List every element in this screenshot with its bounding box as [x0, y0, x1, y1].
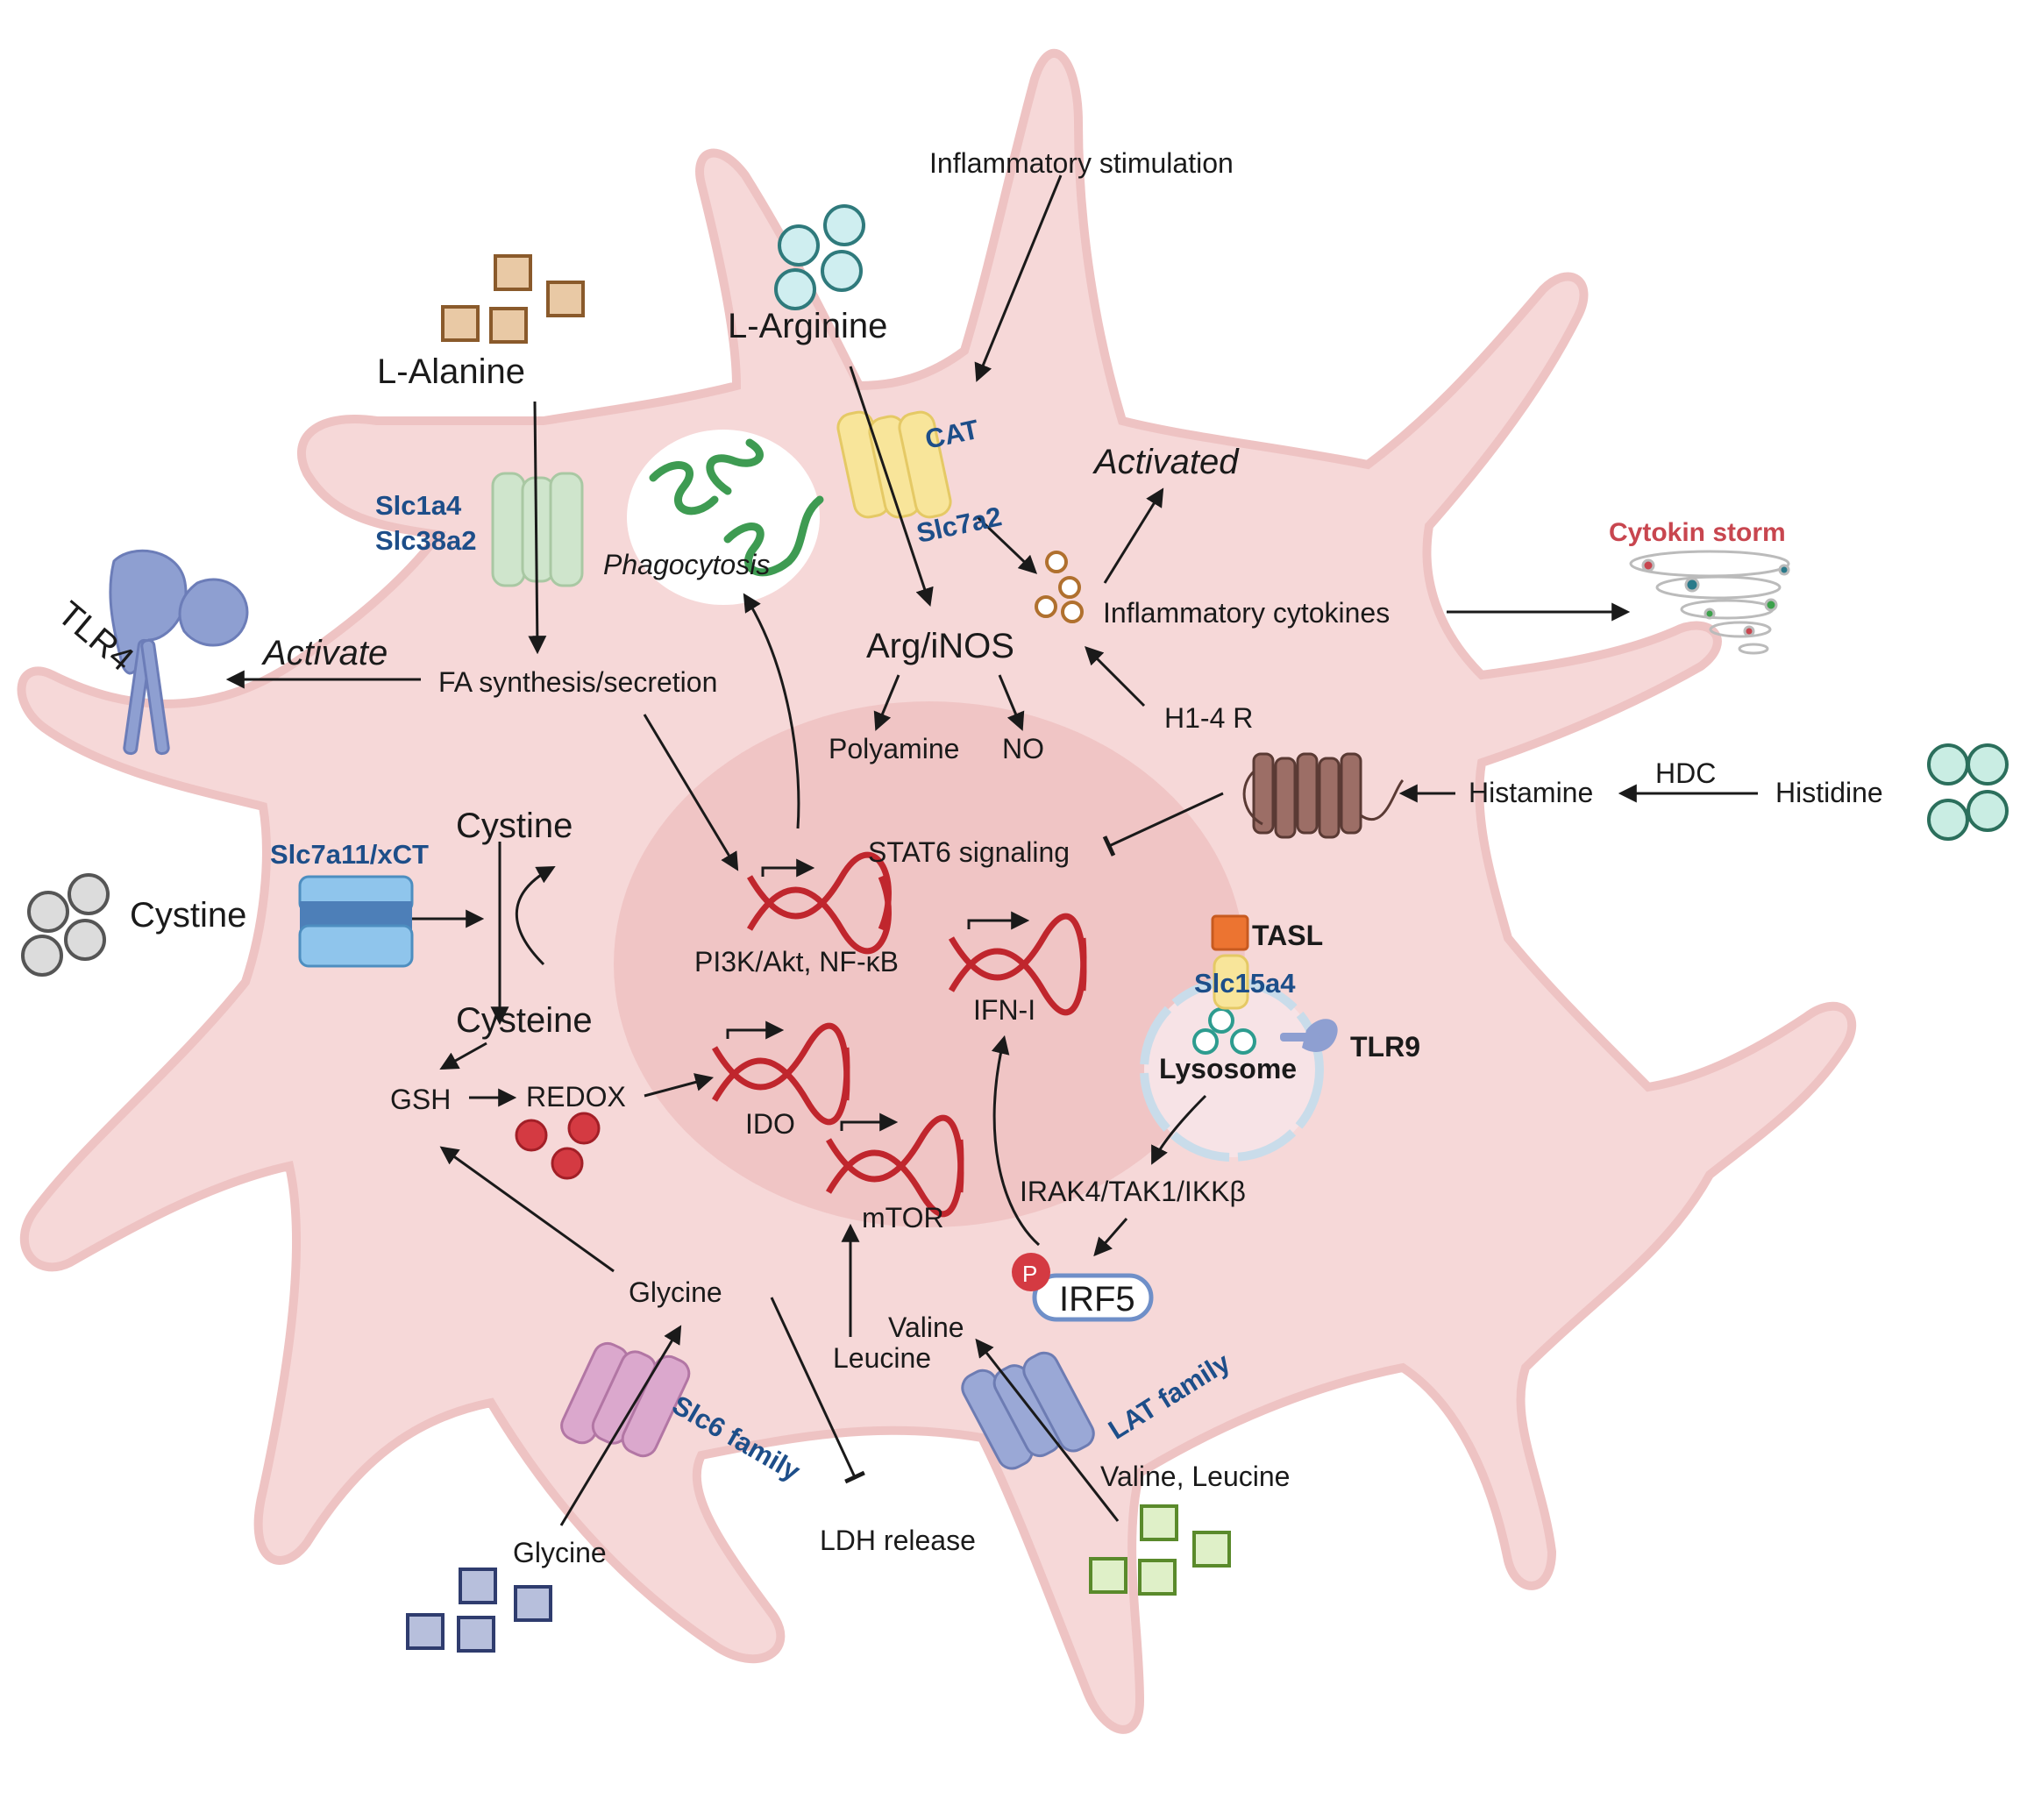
label-glycine-in: Glycine [629, 1276, 722, 1308]
label-cytokin-storm: Cytokin storm [1609, 518, 1786, 547]
label-lysosome: Lysosome [1159, 1053, 1297, 1084]
label-no: NO [1002, 733, 1044, 764]
cytokine-circles [1035, 551, 1084, 623]
macrophage-cell [17, 48, 1857, 1734]
bacteria-icon [649, 438, 824, 577]
tlr4-receptor [109, 549, 249, 756]
slc1a4-slc38a2-transporter [491, 472, 584, 587]
label-gsh: GSH [390, 1084, 451, 1115]
label-inflammatory-stimulation: Inflammatory stimulation [929, 147, 1234, 179]
label-phagocytosis: Phagocytosis [603, 549, 770, 580]
label-p: P [1022, 1261, 1037, 1287]
label-leucine: Leucine [833, 1342, 931, 1374]
label-fa-synthesis: FA synthesis/secretion [438, 666, 717, 698]
label-irf5: IRF5 [1059, 1280, 1135, 1319]
slc7a11-transporter [298, 875, 414, 968]
label-cysteine: Cysteine [456, 1001, 593, 1040]
dna-mtor-icon [825, 1113, 964, 1218]
label-h14r: H1-4 R [1164, 702, 1253, 734]
h1-4-receptor [1242, 752, 1405, 839]
label-hdc: HDC [1655, 757, 1716, 789]
dna-ido-icon [711, 1020, 850, 1126]
label-slc1a4: Slc1a4 [375, 490, 462, 521]
cat-transporter [836, 410, 952, 519]
lat-transporter [961, 1351, 1095, 1470]
label-slc38a2: Slc38a2 [375, 525, 477, 556]
valine-leucine-squares [1089, 1504, 1231, 1596]
label-histidine: Histidine [1775, 777, 1883, 808]
label-cystine-left: Cystine [130, 896, 246, 935]
histidine-circles [1927, 743, 2009, 841]
label-slc15a4: Slc15a4 [1194, 968, 1296, 999]
tlr9-receptor [1280, 1019, 1338, 1052]
label-ido: IDO [745, 1108, 795, 1140]
label-l-arginine: L-Arginine [728, 307, 887, 345]
label-tasl: TASL [1252, 920, 1323, 951]
label-arg-inos: Arg/iNOS [866, 627, 1014, 665]
label-valine-leucine: Valine, Leucine [1100, 1461, 1290, 1492]
label-pi3k: PI3K/Akt, NF-κB [694, 946, 899, 978]
dna-ifn-icon [948, 911, 1087, 1016]
label-ldh: LDH release [820, 1525, 976, 1556]
label-stat6: STAT6 signaling [868, 836, 1070, 868]
label-inflammatory-cytokines: Inflammatory cytokines [1103, 597, 1390, 629]
label-valine: Valine [888, 1312, 964, 1343]
irf5-badge [1012, 1253, 1154, 1322]
label-activate: Activate [261, 634, 388, 672]
label-redox: REDOX [526, 1081, 626, 1113]
label-histamine: Histamine [1469, 777, 1593, 808]
glycine-squares [406, 1568, 552, 1653]
label-tlr9: TLR9 [1350, 1031, 1420, 1063]
l-arginine-circles [774, 204, 865, 310]
label-glycine-out: Glycine [513, 1537, 607, 1568]
label-slc7a11: Slc7a11/xCT [270, 839, 429, 870]
label-polyamine: Polyamine [829, 733, 959, 764]
dna-pi3k-icon [746, 851, 892, 955]
l-alanine-squares [441, 254, 585, 344]
slc6-transporter [560, 1341, 691, 1458]
label-l-alanine: L-Alanine [377, 352, 525, 391]
label-cystine-top: Cystine [456, 807, 573, 845]
label-ifn: IFN-I [973, 994, 1035, 1026]
ros-icon [515, 1112, 601, 1180]
cystine-circles [21, 873, 110, 977]
cytokine-storm-icon [1629, 550, 1790, 655]
label-mtor: mTOR [862, 1202, 944, 1233]
arrows [225, 174, 1758, 1526]
label-activated: Activated [1092, 443, 1240, 481]
label-irak4: IRAK4/TAK1/IKKβ [1020, 1176, 1246, 1207]
